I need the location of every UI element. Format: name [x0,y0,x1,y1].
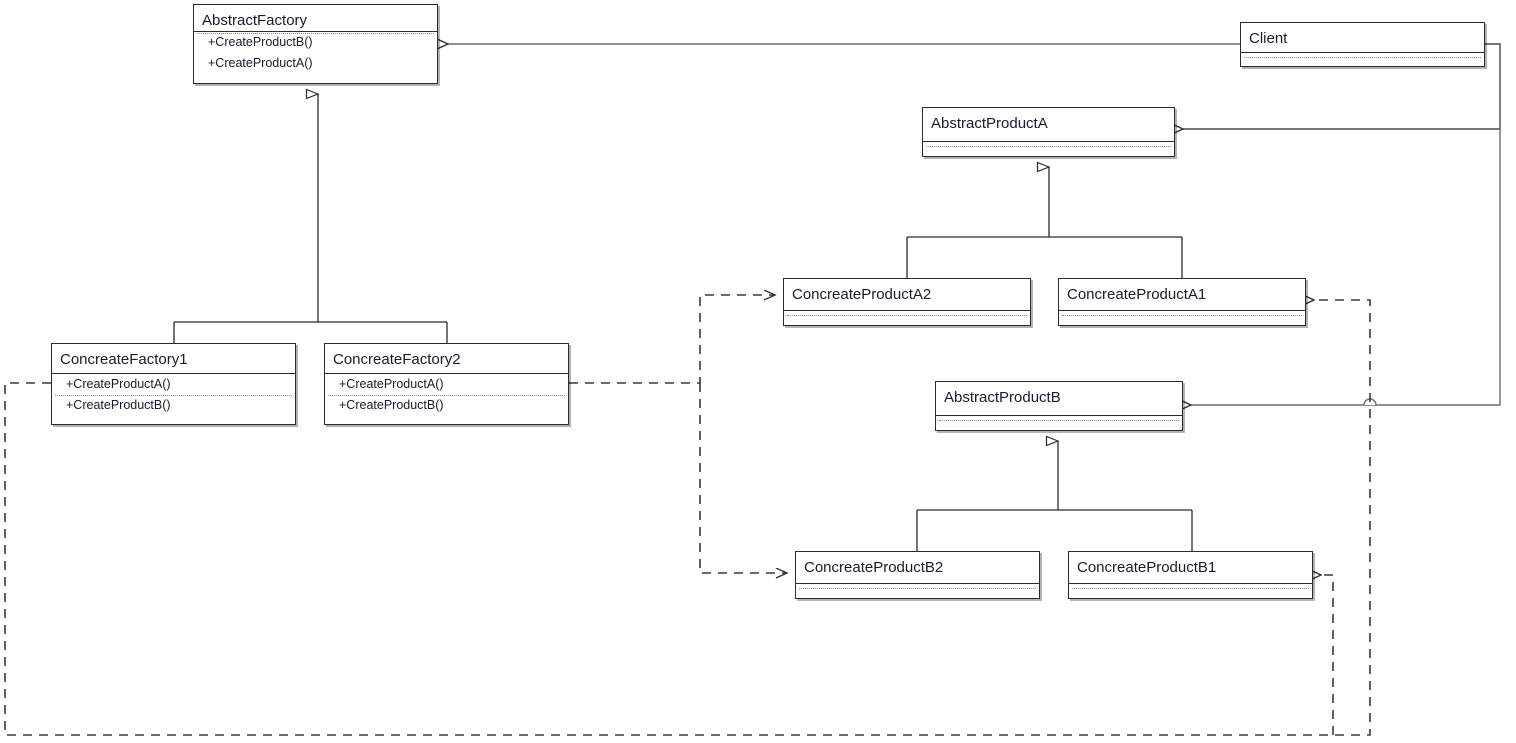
class-empty-compartment [923,142,1174,152]
class-empty-compartment [784,311,1030,321]
class-separator [936,415,1182,416]
class-method: +CreateProductB() [208,35,313,49]
class-name-concreate-product-a2: ConcreateProductA2 [792,286,932,303]
class-separator [796,583,1039,584]
class-separator [784,310,1030,311]
edge-factory1-to-productb1 [1321,575,1334,735]
class-box-concreate-factory2[interactable]: ConcreateFactory2 +CreateProductA() +Cre… [324,343,569,425]
class-name-abstract-product-a: AbstractProductA [931,115,1048,132]
edge-factories-to-abstractfactory [173,94,448,343]
class-name-concreate-factory1: ConcreateFactory1 [60,351,188,368]
class-separator [325,373,568,374]
class-methods-abstract-factory: +CreateProductB() +CreateProductA() [194,32,437,74]
class-separator [923,141,1174,142]
class-method: +CreateProductB() [52,395,295,416]
class-method: +CreateProductA() [66,377,171,391]
class-empty-compartment [1069,584,1312,594]
edge-productas-to-abstractproducta [906,167,1183,278]
class-box-concreate-product-a2[interactable]: ConcreateProductA2 [783,278,1031,326]
class-separator [1069,583,1312,584]
class-name-concreate-product-a1: ConcreateProductA1 [1067,286,1207,303]
class-name-concreate-factory2: ConcreateFactory2 [333,351,461,368]
class-separator [1059,310,1305,311]
class-box-concreate-factory1[interactable]: ConcreateFactory1 +CreateProductA() +Cre… [51,343,296,425]
class-box-abstract-product-a[interactable]: AbstractProductA [922,107,1175,157]
class-box-concreate-product-a1[interactable]: ConcreateProductA1 [1058,278,1306,326]
class-empty-compartment [1241,53,1484,63]
class-methods-concreate-factory1: +CreateProductA() +CreateProductB() [52,374,295,416]
class-box-concreate-product-b1[interactable]: ConcreateProductB1 [1068,551,1313,599]
class-box-client[interactable]: Client [1240,22,1485,67]
class-method: +CreateProductA() [208,56,313,70]
class-name-abstract-factory: AbstractFactory [202,12,308,29]
class-box-concreate-product-b2[interactable]: ConcreateProductB2 [795,551,1040,599]
class-box-abstract-factory[interactable]: AbstractFactory +CreateProductB() +Creat… [193,4,438,84]
edge-factory2-to-productb2 [699,383,787,573]
class-name-abstract-product-b: AbstractProductB [944,389,1061,406]
class-methods-concreate-factory2: +CreateProductA() +CreateProductB() [325,374,568,416]
class-name-client: Client [1249,30,1288,47]
class-name-concreate-product-b1: ConcreateProductB1 [1077,559,1217,576]
class-empty-compartment [796,584,1039,594]
edge-productbs-to-abstractproductb [916,441,1193,551]
class-box-abstract-product-b[interactable]: AbstractProductB [935,381,1183,431]
line-hop-marker [1363,398,1377,406]
class-separator [52,373,295,374]
edge-client-to-abstractproductb [1191,129,1501,405]
class-separator [194,31,437,32]
class-empty-compartment [936,416,1182,426]
class-method: +CreateProductA() [339,377,444,391]
edge-factory2-to-producta2 [569,295,775,384]
class-separator [1241,52,1484,53]
class-empty-compartment [1059,311,1305,321]
class-name-concreate-product-b2: ConcreateProductB2 [804,559,944,576]
class-method: +CreateProductB() [325,395,568,416]
